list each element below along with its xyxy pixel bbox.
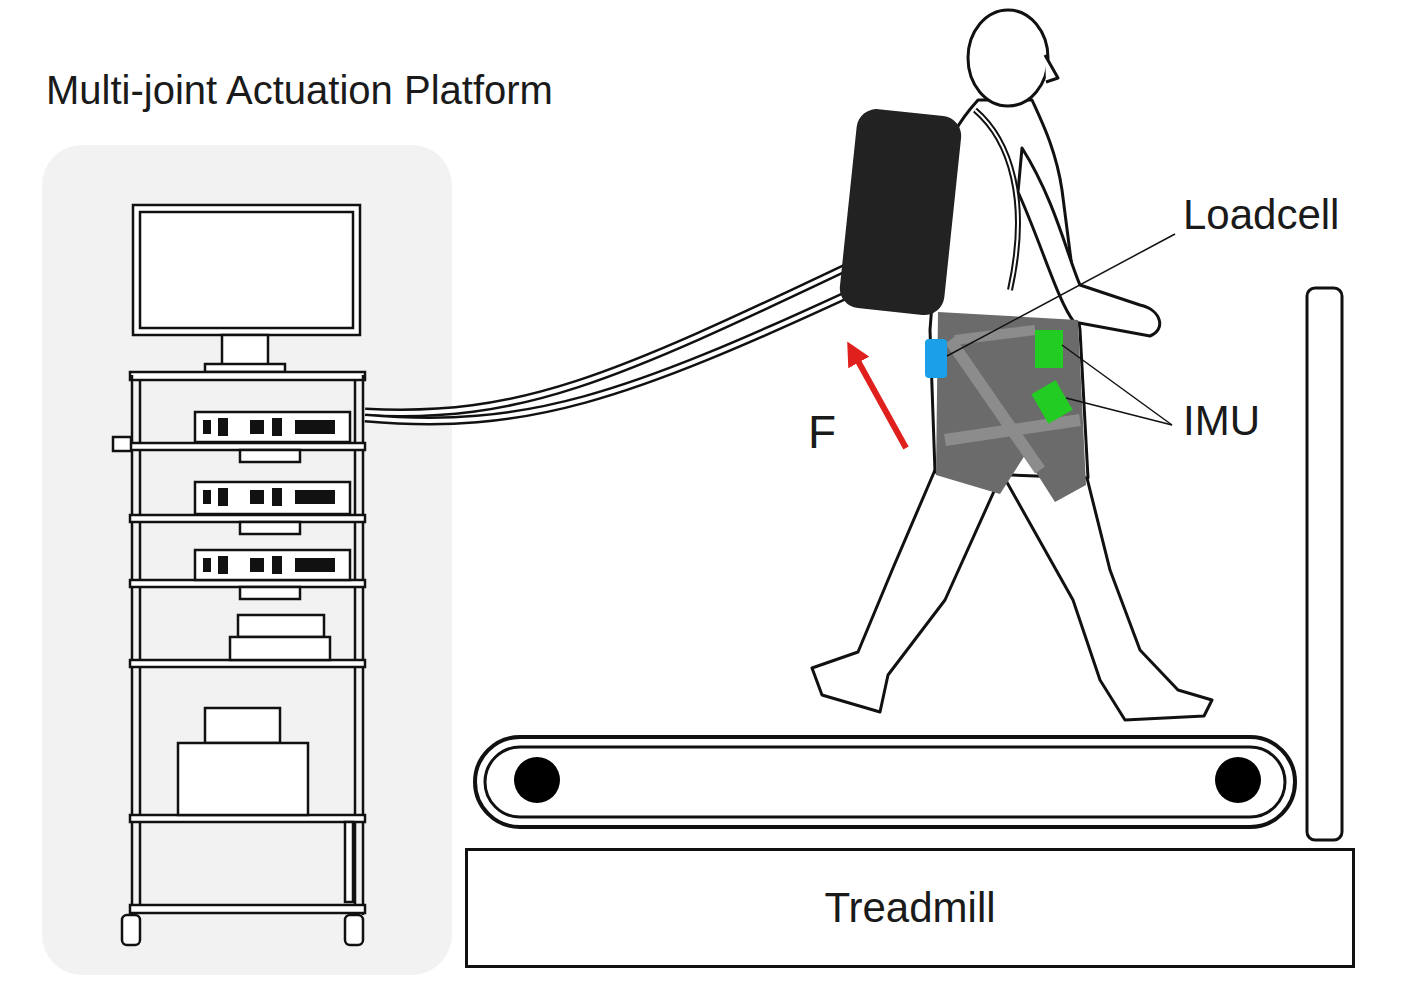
box-label: Treadmill xyxy=(824,883,995,933)
treadmill-belt xyxy=(475,288,1342,840)
platform-node: Multi-joint Actuation Platform xyxy=(42,66,778,975)
leader-lines xyxy=(947,234,1175,425)
force-label: F xyxy=(808,405,836,460)
imu xyxy=(1035,330,1063,368)
panel-title: Multi-joint Actuation Platform xyxy=(46,66,778,114)
person xyxy=(812,10,1212,720)
backpack xyxy=(838,107,1018,317)
cart xyxy=(113,205,365,945)
imu xyxy=(1031,380,1072,423)
exosuit xyxy=(936,312,1086,502)
force-arrow xyxy=(853,352,906,448)
cable xyxy=(365,262,862,421)
treadmill-box: Treadmill xyxy=(465,848,1355,968)
platform-panel xyxy=(42,145,452,975)
part-label: Loadcell xyxy=(1183,190,1339,240)
part-label: IMU xyxy=(1183,396,1260,446)
loadcell xyxy=(925,339,947,378)
